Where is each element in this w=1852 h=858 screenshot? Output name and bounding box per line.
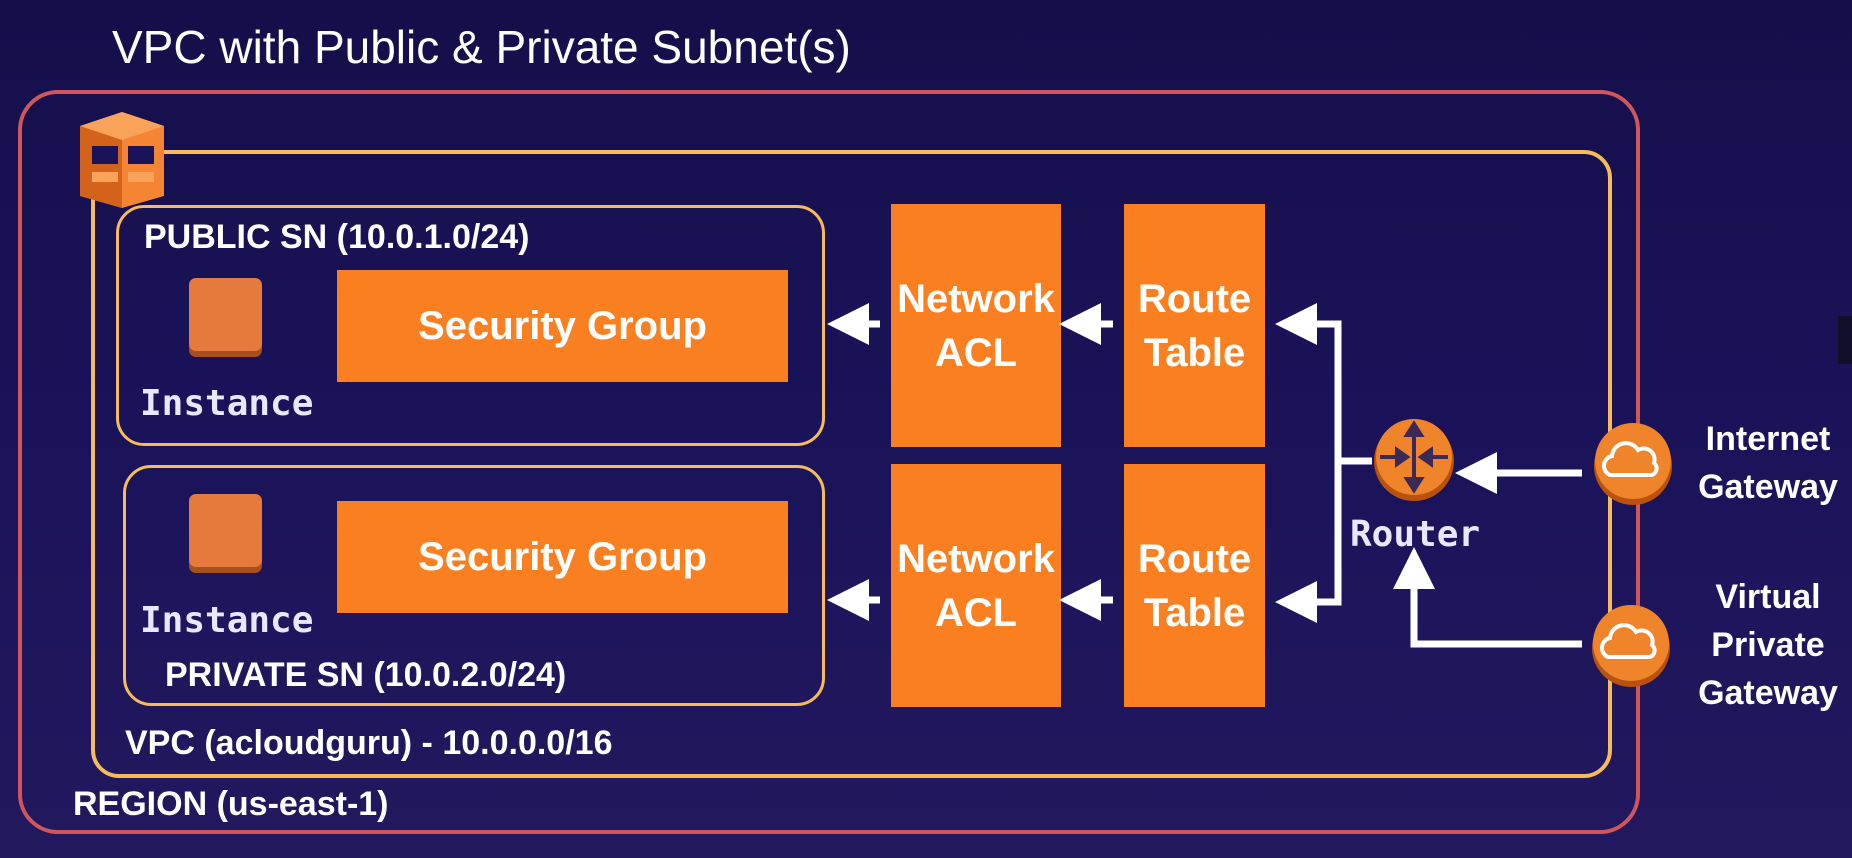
public-subnet xyxy=(116,205,825,446)
virtual-private-gateway-label: Virtual Private Gateway xyxy=(1698,578,1838,712)
private-instance-label: Instance xyxy=(140,600,314,641)
private-subnet-label: PRIVATE SN (10.0.2.0/24) xyxy=(165,656,567,694)
public-route-table[interactable]: Route Table xyxy=(1124,204,1265,447)
public-network-acl[interactable]: Network ACL xyxy=(891,204,1061,447)
side-panel-toggle[interactable] xyxy=(1838,316,1852,364)
public-instance-icon[interactable] xyxy=(189,278,262,351)
public-instance-label: Instance xyxy=(140,383,314,424)
arrow-router-to-private-rt xyxy=(1275,461,1342,623)
internet-gateway-cloud-icon xyxy=(1594,423,1672,505)
private-route-table[interactable]: Route Table xyxy=(1124,464,1265,707)
private-subnet xyxy=(123,465,825,706)
arrow-vpg-to-router xyxy=(1393,547,1582,648)
page-title: VPC with Public & Private Subnet(s) xyxy=(112,21,851,73)
internet-gateway-label: Internet Gateway xyxy=(1698,420,1838,506)
private-instance-icon[interactable] xyxy=(189,494,262,567)
private-network-acl[interactable]: Network ACL xyxy=(891,464,1061,707)
region-label: REGION (us-east-1) xyxy=(73,785,389,823)
private-security-group[interactable]: Security Group xyxy=(337,501,788,613)
public-security-group[interactable]: Security Group xyxy=(337,270,788,382)
vpc-icon xyxy=(80,112,164,208)
virtual-private-gateway-cloud-icon xyxy=(1592,605,1670,687)
arrow-router-to-public-rt xyxy=(1275,303,1372,465)
vpc-label: VPC (acloudguru) - 10.0.0.0/16 xyxy=(125,724,613,762)
public-subnet-label: PUBLIC SN (10.0.1.0/24) xyxy=(144,218,530,256)
router-icon xyxy=(1374,419,1454,501)
